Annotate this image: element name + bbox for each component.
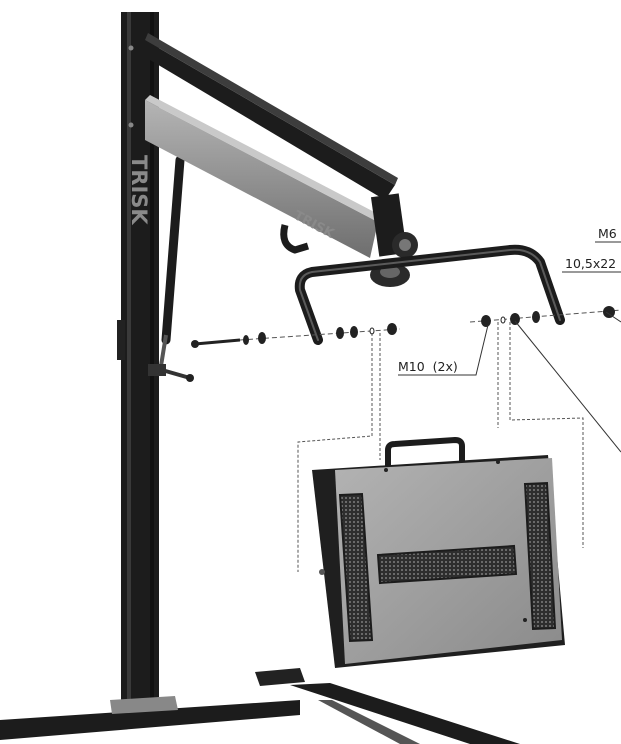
gas-spring bbox=[158, 155, 185, 373]
handle-bar bbox=[294, 244, 565, 345]
locking-lever bbox=[148, 364, 194, 382]
callout-washer-label: 10,5x22 bbox=[565, 256, 616, 271]
brand-logo-column: TRISK bbox=[127, 155, 151, 225]
upper-arm bbox=[145, 33, 398, 200]
fastener-row-right bbox=[469, 306, 621, 327]
arm-pivot-head bbox=[370, 193, 418, 287]
callout-leaders bbox=[398, 241, 621, 453]
fastener-row-left bbox=[191, 323, 401, 348]
heater-panel bbox=[312, 436, 565, 668]
callout-m6-label: M6 bbox=[598, 226, 617, 241]
callout-m10-label: M10 (2x) bbox=[398, 359, 458, 374]
lower-arm bbox=[145, 95, 380, 258]
assembly-guide-lines bbox=[297, 322, 584, 572]
base-frame bbox=[0, 668, 520, 744]
